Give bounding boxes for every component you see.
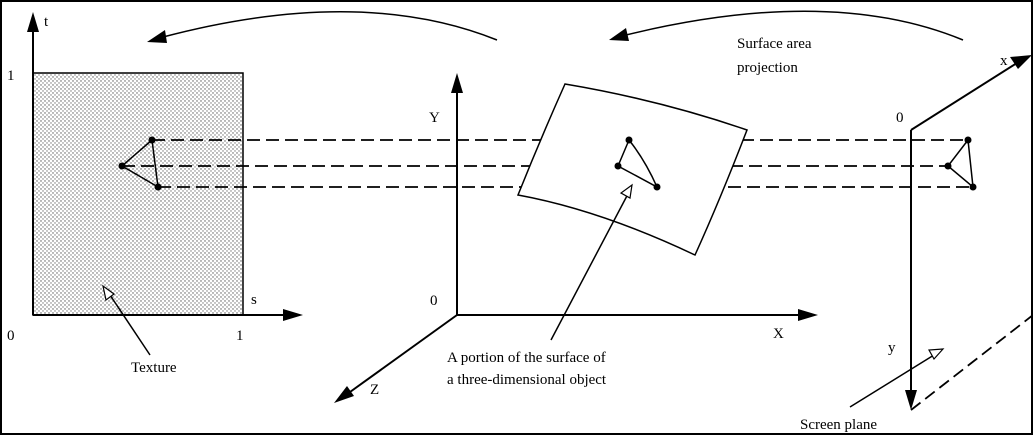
z-axis-arrowhead <box>334 386 354 403</box>
projection-label-line2: projection <box>737 60 798 76</box>
surface-pointer <box>550 191 630 341</box>
screen-x-axis-arrowhead <box>1010 55 1032 69</box>
x-axis-arrowhead <box>798 309 818 321</box>
surface-caption-line2: a three-dimensional object <box>447 372 607 388</box>
y-axis-arrowhead <box>451 73 463 93</box>
screen-pointer-arrowhead <box>928 348 945 361</box>
surface-caption-line1: A portion of the surface of <box>447 350 606 366</box>
world-panel: Y X Z 0 A portion of the surface of a th… <box>334 73 818 403</box>
screen-pointer <box>849 354 935 408</box>
texture-square <box>32 72 244 316</box>
screen-triangle <box>944 136 977 191</box>
world-origin: 0 <box>430 293 438 309</box>
t-axis-arrowhead <box>27 12 39 32</box>
screen-plane-edge <box>910 314 1033 411</box>
z-axis <box>349 314 458 393</box>
screen-panel: x y 0 Screen plane <box>800 53 1033 433</box>
screen-x-axis-label: x <box>1000 53 1008 69</box>
t-tick-one: 1 <box>7 68 15 84</box>
texture-pointer <box>107 291 151 356</box>
screen-y-axis-arrowhead <box>905 390 917 410</box>
texture-panel: t 1 0 1 s Texture <box>7 12 303 376</box>
screen-y-axis-label: y <box>888 340 896 356</box>
projection-arc-left-arrowhead <box>147 30 167 43</box>
texture-origin: 0 <box>7 328 15 344</box>
projection-arc-right-arrowhead <box>609 28 629 41</box>
texture-caption: Texture <box>131 360 177 376</box>
s-axis-label: s <box>251 292 257 308</box>
surface-triangle <box>614 136 661 191</box>
surface-patch <box>516 83 748 257</box>
projection-label-line1: Surface area <box>737 36 812 52</box>
y-axis-label: Y <box>429 110 440 126</box>
t-axis-label: t <box>44 14 49 30</box>
texture-pointer-arrowhead <box>102 284 116 302</box>
projection-arc-left <box>162 10 498 41</box>
projection-arc-right <box>625 10 964 41</box>
s-tick-one: 1 <box>236 328 244 344</box>
x-axis-label: X <box>773 326 784 342</box>
projection-arcs: Surface area projection <box>147 10 964 76</box>
z-axis-label: Z <box>370 382 379 398</box>
screen-caption: Screen plane <box>800 417 877 433</box>
screen-x-axis <box>910 62 1018 131</box>
s-axis-arrowhead <box>283 309 303 321</box>
surface-pointer-arrowhead <box>619 183 633 199</box>
screen-origin: 0 <box>896 110 904 126</box>
